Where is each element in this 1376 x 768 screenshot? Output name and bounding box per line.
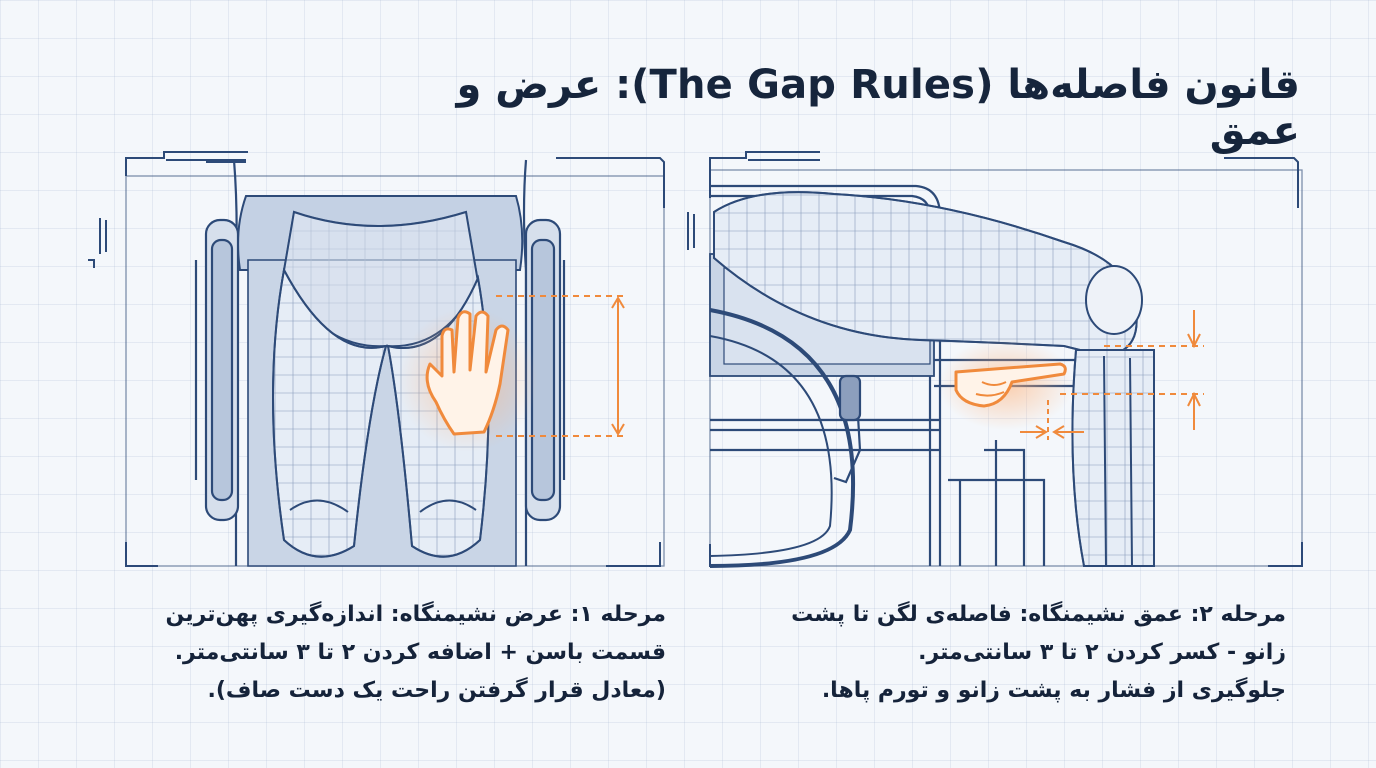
step1-caption: مرحله ۱: عرض نشیمنگاه: اندازه‌گیری پهن‌ت… [118,596,666,710]
step2-line-1: مرحله ۲: عمق نشیمنگاه: فاصله‌ی لگن تا پش… [791,602,1286,627]
flat-hand-icon [398,308,538,452]
page-title: قانون فاصله‌ها (The Gap Rules): عرض و عم… [456,62,1300,154]
seat-depth-illustration [684,150,1306,572]
depth-measure-guide [1020,310,1204,440]
step2-line-2: زانو - کسر کردن ۲ تا ۳ سانتی‌متر. [918,640,1286,665]
step1-line-3: (معادل قرار گرفتن راحت یک دست صاف). [207,678,667,703]
fingers-gap-icon [938,338,1074,430]
seat-width-illustration [86,150,674,572]
step1-line-1: مرحله ۱: عرض نشیمنگاه: اندازه‌گیری پهن‌ت… [165,602,666,627]
step2-caption: مرحله ۲: عمق نشیمنگاه: فاصله‌ی لگن تا پش… [740,596,1286,710]
step1-line-2: قسمت باسن + اضافه کردن ۲ تا ۳ سانتی‌متر. [174,640,666,665]
width-measure-guide [496,295,628,437]
step2-line-3: جلوگیری از فشار به پشت زانو و تورم پاها. [821,678,1286,703]
seated-body [713,191,1155,567]
